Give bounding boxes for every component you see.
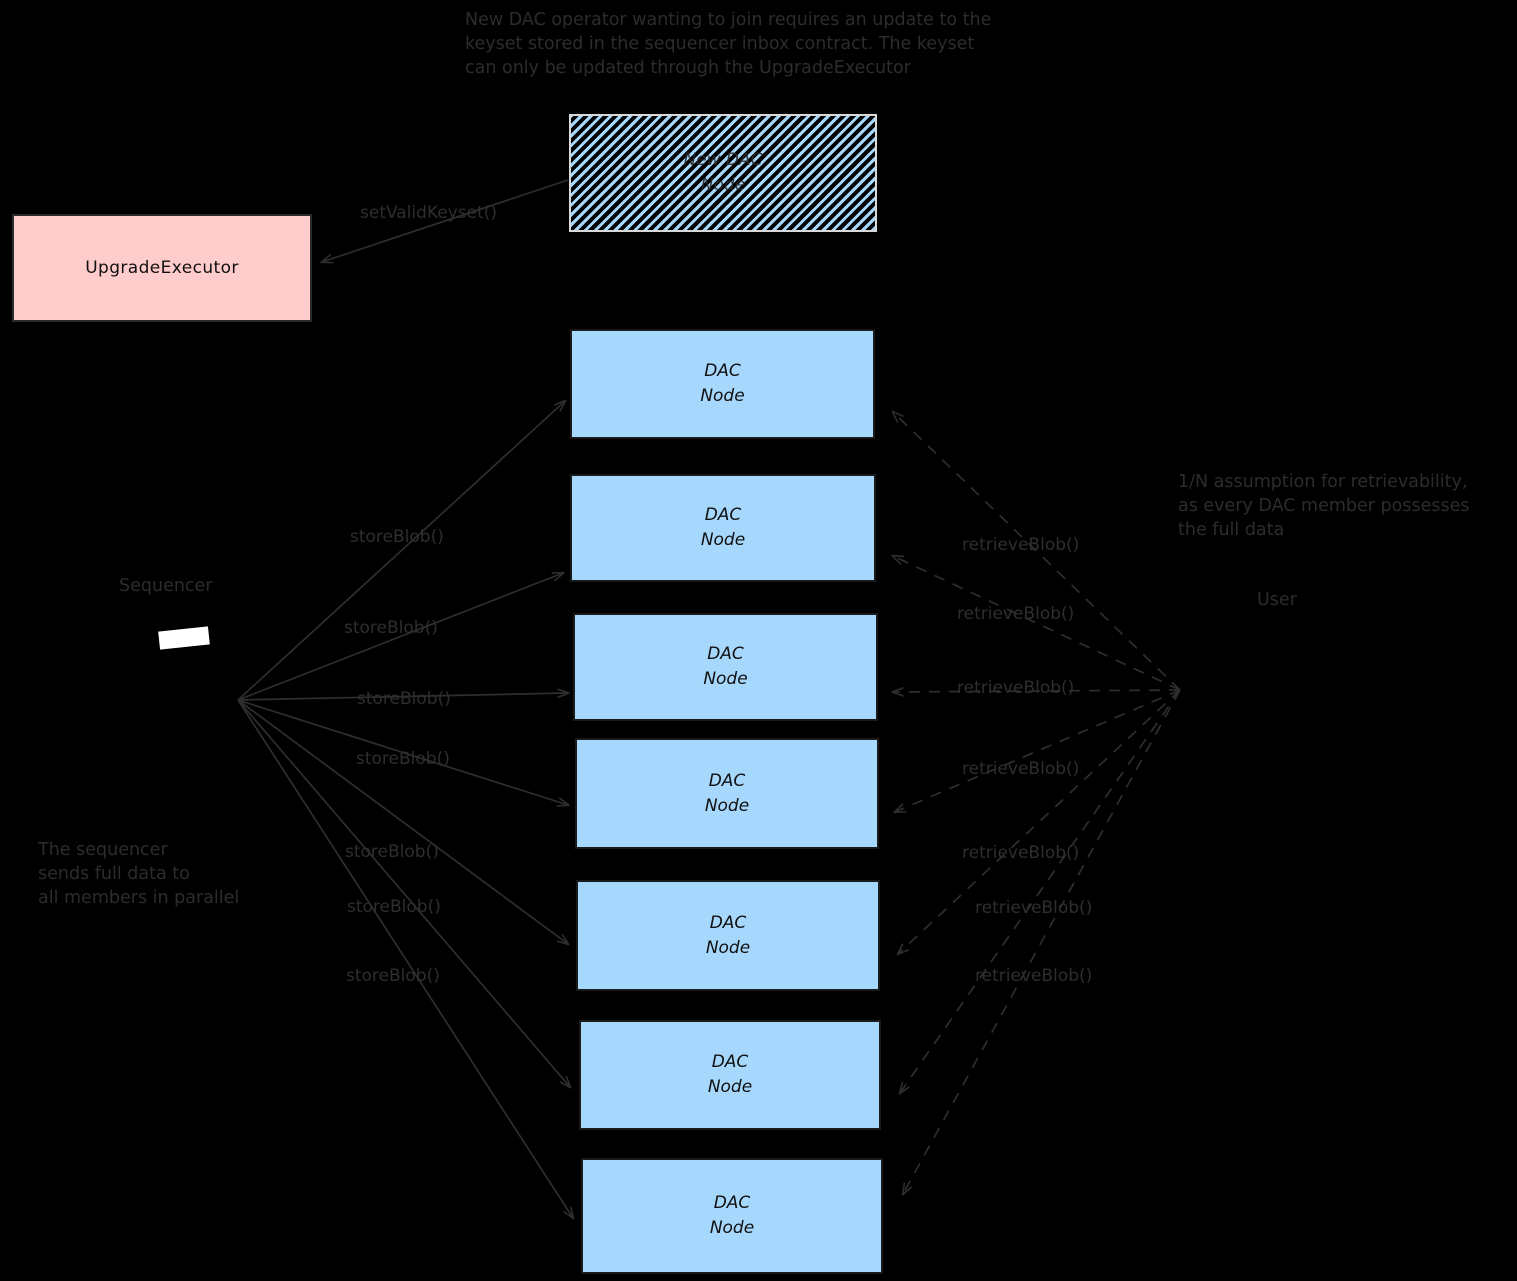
edge-label-store-blob-4: storeBlob() <box>356 749 450 769</box>
dac-node-6[interactable]: DAC Node <box>579 1020 881 1130</box>
edge-store-blob-6 <box>237 699 572 1089</box>
edge-label-store-blob-7: storeBlob() <box>346 966 440 986</box>
dac-node-6-label: DAC Node <box>707 1052 753 1097</box>
dac-node-2-label: DAC Node <box>700 505 746 550</box>
edge-retrieve-blob-5 <box>896 689 1181 956</box>
edge-label-retrieve-blob-2: retrieveBlob() <box>957 604 1075 624</box>
dac-node-3-label: DAC Node <box>703 644 748 689</box>
note-sequencer-parallel: The sequencer sends full data to all mem… <box>38 840 240 909</box>
edge-label-retrieve-blob-1: retrieveBlob() <box>962 535 1080 555</box>
dac-node-7[interactable]: DAC Node <box>581 1158 883 1274</box>
edge-label-retrieve-blob-3: retrieveBlob() <box>957 678 1075 698</box>
edge-store-blob-2 <box>237 571 565 701</box>
edge-label-store-blob-5: storeBlob() <box>345 842 439 862</box>
upgrade-executor-box[interactable]: UpgradeExecutor <box>12 214 312 322</box>
dac-node-3[interactable]: DAC Node <box>573 613 878 721</box>
edge-set-valid-keyset <box>320 179 569 264</box>
edge-label-retrieve-blob-7: retrieveBlob() <box>975 966 1093 986</box>
dac-node-5-label: DAC Node <box>705 912 751 958</box>
dac-node-5[interactable]: DAC Node <box>576 880 880 991</box>
dac-node-4-label: DAC Node <box>704 770 750 816</box>
user-label: User <box>1257 590 1297 610</box>
edge-label-store-blob-2: storeBlob() <box>344 618 438 638</box>
edge-label-set-valid-keyset: setValidKeyset() <box>360 203 498 223</box>
edge-store-blob-3 <box>237 688 570 701</box>
edge-retrieve-blob-1 <box>891 410 1181 691</box>
edge-label-retrieve-blob-6: retrieveBlob() <box>975 898 1093 918</box>
edge-label-store-blob-3: storeBlob() <box>357 689 451 709</box>
edge-store-blob-5 <box>237 699 570 946</box>
edge-group-retrieve-blob <box>891 410 1181 1196</box>
upgrade-executor-label: UpgradeExecutor <box>85 258 239 278</box>
edge-group-store-blob <box>237 399 575 1220</box>
edge-store-blob-1 <box>237 399 567 701</box>
edge-store-blob-4 <box>237 699 570 807</box>
dac-node-1-label: DAC Node <box>700 361 745 406</box>
note-top-keyset: New DAC operator wanting to join require… <box>465 10 992 79</box>
edge-retrieve-blob-2 <box>891 554 1181 691</box>
new-dac-node-box[interactable]: New DAC Node <box>569 114 877 232</box>
dac-node-4[interactable]: DAC Node <box>575 738 879 849</box>
new-dac-node-label: New DAC Node <box>683 150 763 195</box>
edge-label-retrieve-blob-4: retrieveBlob() <box>962 759 1080 779</box>
edge-label-store-blob-6: storeBlob() <box>347 897 441 917</box>
dac-node-7-label: DAC Node <box>709 1193 755 1238</box>
edge-label-store-blob-1: storeBlob() <box>350 527 444 547</box>
edge-retrieve-blob-3 <box>891 687 1181 697</box>
edge-retrieve-blob-6 <box>898 689 1181 1095</box>
edge-retrieve-blob-7 <box>901 689 1181 1196</box>
edge-store-blob-7 <box>237 699 575 1220</box>
sequencer-label: Sequencer <box>119 576 213 596</box>
edge-label-retrieve-blob-5: retrieveBlob() <box>962 843 1080 863</box>
dac-node-2[interactable]: DAC Node <box>570 474 876 582</box>
dac-node-1[interactable]: DAC Node <box>570 329 875 439</box>
edge-retrieve-blob-4 <box>893 689 1181 814</box>
note-retrievability: 1/N assumption for retrievability, as ev… <box>1178 472 1470 541</box>
